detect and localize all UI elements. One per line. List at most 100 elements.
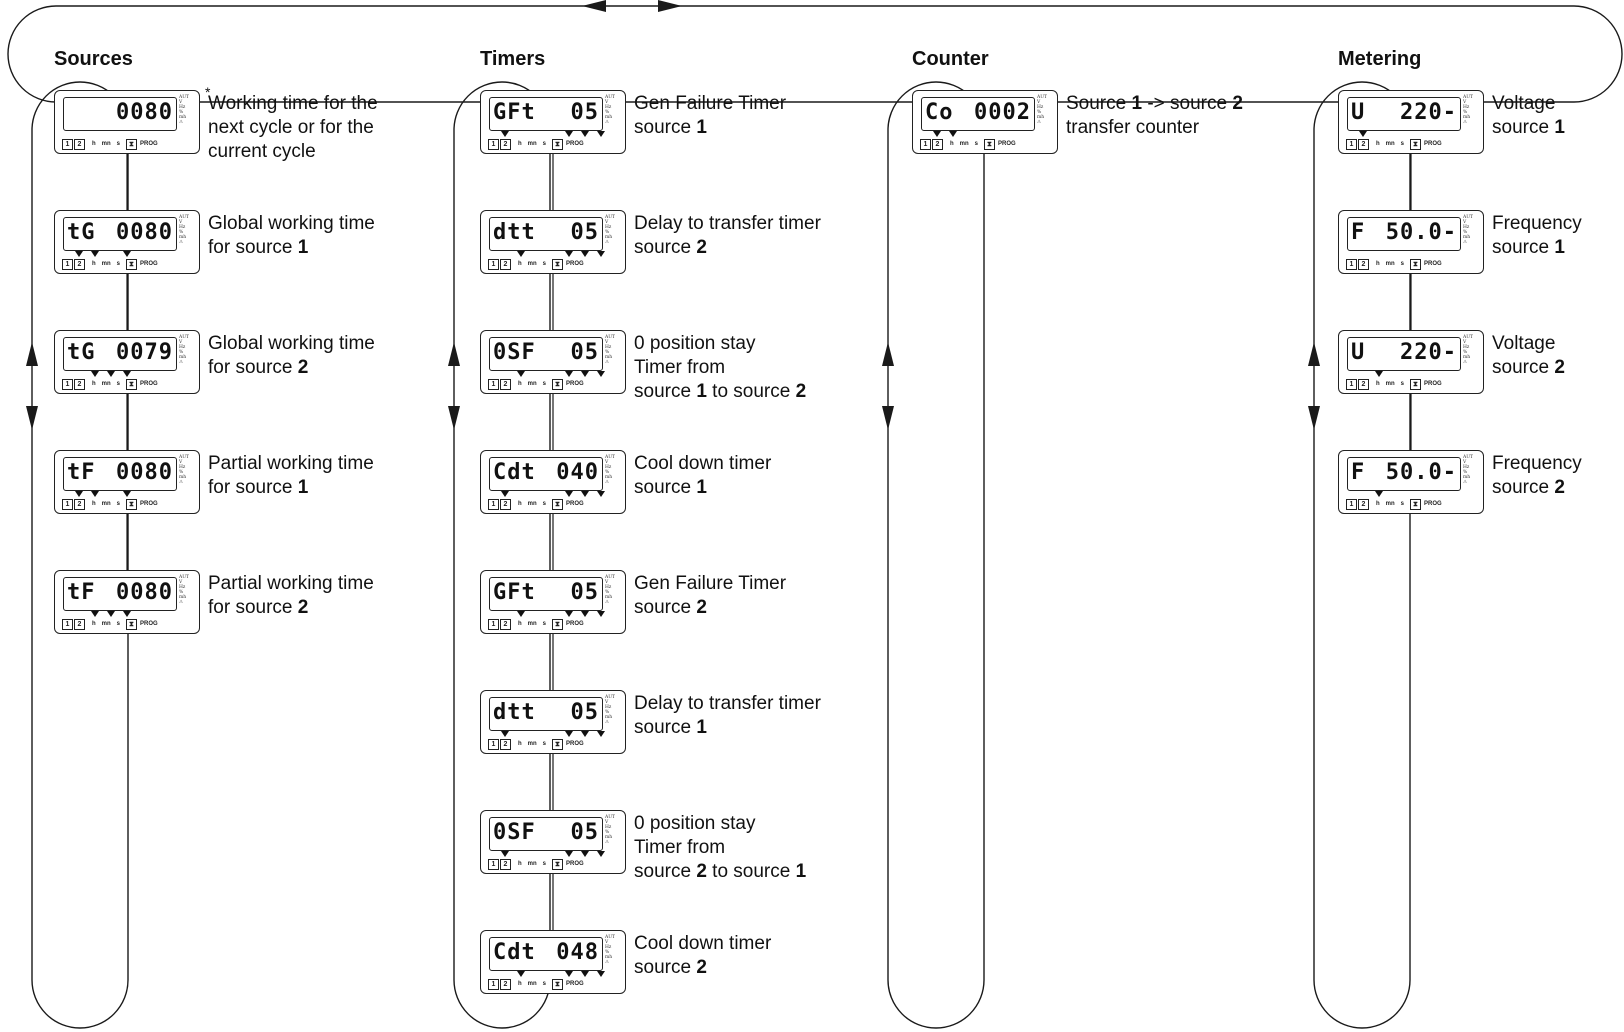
unit-label: h: [518, 981, 522, 987]
unit-label: s: [116, 381, 121, 387]
annunciator-label: %: [1037, 110, 1042, 115]
lcd-caption: Frequency source 1: [1492, 213, 1582, 258]
annunciator-label: ⚠: [605, 120, 610, 125]
annunciator-label: Hz: [605, 945, 612, 950]
unit-label: h: [1376, 141, 1380, 147]
annunciator-label: mh: [1463, 475, 1471, 480]
unit-label: mn: [527, 621, 537, 627]
lcd-pointer-marker: [107, 611, 115, 617]
annunciator-label: V: [605, 580, 609, 585]
unit-label: s: [1400, 141, 1405, 147]
annunciator-label: V: [179, 460, 183, 465]
lcd-code: 0SF: [493, 820, 536, 845]
lcd-pointer-marker: [597, 731, 605, 737]
source-number: 1: [1554, 117, 1565, 138]
annunciator-label: %: [1463, 110, 1468, 115]
unit-label: h: [92, 141, 96, 147]
lcd-pointer-marker: [91, 491, 99, 497]
lcd-value: 05: [570, 700, 599, 725]
unit-label: h: [1376, 381, 1380, 387]
lcd-value: 220-: [1400, 100, 1457, 125]
annunciator-label: Hz: [605, 345, 612, 350]
lcd-pointer-marker: [1375, 371, 1383, 377]
unit-label: mn: [101, 381, 111, 387]
lcd-code: F: [1351, 460, 1366, 485]
lcd-caption: Cool down timer source 2: [634, 933, 772, 978]
source-1-box: 1: [488, 259, 499, 270]
lcd-code: dtt: [493, 700, 536, 725]
source-2-box: 2: [74, 139, 85, 150]
annunciator-label: %: [179, 350, 184, 355]
source-1-box: 1: [488, 739, 499, 750]
unit-label: h: [92, 621, 96, 627]
lcd-caption: Working time for the next cycle or for t…: [208, 93, 378, 162]
annunciator-label: AUT: [179, 455, 190, 460]
source-1-box: 1: [1346, 139, 1357, 150]
annunciator-label: V: [179, 580, 183, 585]
lcd-pointer-marker: [75, 491, 83, 497]
hourglass-icon: ⧗: [126, 139, 138, 150]
lcd-pointer-marker: [517, 611, 525, 617]
lcd-caption: Cool down timer source 1: [634, 453, 772, 498]
annunciator-label: V: [605, 340, 609, 345]
lcd-pointer-marker: [581, 491, 589, 497]
unit-label: mn: [527, 741, 537, 747]
annunciator-label: AUT: [1463, 215, 1474, 220]
unit-label: h: [518, 381, 522, 387]
lcd-code: tF: [67, 460, 96, 485]
unit-label: mn: [527, 381, 537, 387]
lcd-pointer-marker: [597, 971, 605, 977]
source-2-box: 2: [500, 979, 511, 990]
annunciator-label: mh: [179, 595, 187, 600]
unit-label: mn: [1385, 501, 1395, 507]
source-number: 1: [795, 861, 807, 882]
lcd-pointer-marker: [75, 251, 83, 257]
unit-label: mn: [527, 861, 537, 867]
hourglass-icon: ⧗: [552, 859, 564, 870]
unit-label: mn: [527, 501, 537, 507]
source-2-box: 2: [500, 139, 511, 150]
prog-label: PROG: [140, 141, 158, 147]
unit-label: mn: [101, 501, 111, 507]
unit-label: s: [116, 621, 121, 627]
counter-arrow-down: [882, 406, 894, 430]
unit-label: s: [542, 381, 547, 387]
lcd-pointer-marker: [501, 851, 509, 857]
annunciator-label: mh: [179, 115, 187, 120]
source-2-box: 2: [1358, 139, 1369, 150]
unit-label: h: [92, 381, 96, 387]
counter-loop: [887, 81, 985, 1029]
annunciator-label: %: [1463, 470, 1468, 475]
lcd-value: 50.0-: [1385, 220, 1457, 245]
lcd-pointer-marker: [581, 971, 589, 977]
source-number: 2: [1554, 477, 1565, 498]
annunciator-label: %: [605, 230, 610, 235]
unit-label: h: [518, 501, 522, 507]
hourglass-icon: ⧗: [984, 139, 996, 150]
annunciator-label: ⚠: [1463, 360, 1468, 365]
footnote-mark: *: [205, 84, 211, 100]
source-1-box: 1: [488, 499, 499, 510]
hourglass-icon: ⧗: [552, 499, 564, 510]
annunciator-label: %: [605, 710, 610, 715]
source-number: 1: [297, 237, 309, 258]
prog-label: PROG: [140, 261, 158, 267]
lcd-code: F: [1351, 220, 1366, 245]
annunciator-label: V: [1037, 100, 1041, 105]
hourglass-icon: ⧗: [1410, 259, 1422, 270]
